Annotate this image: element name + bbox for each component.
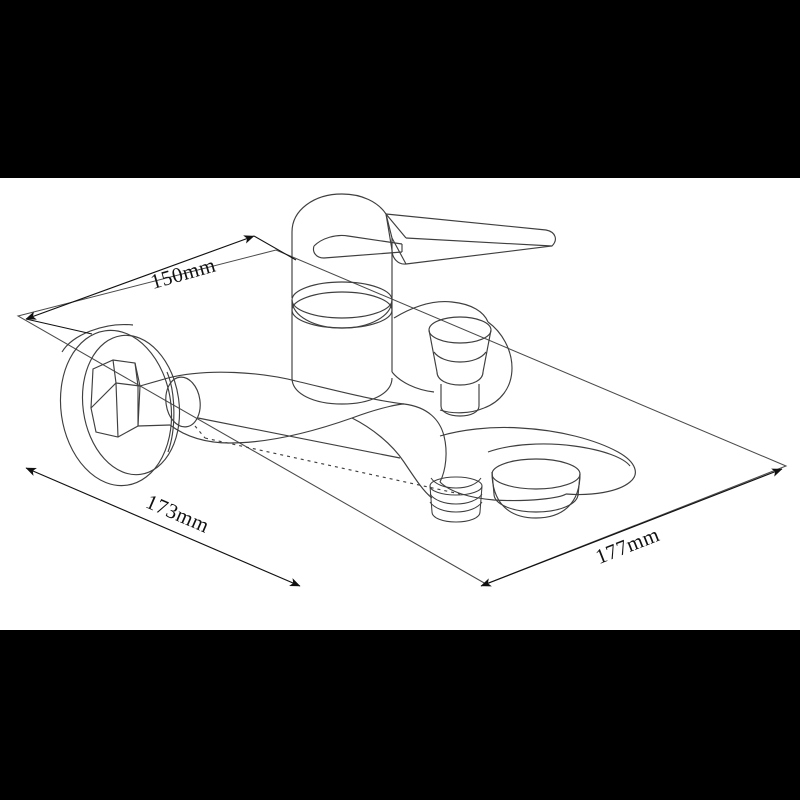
hex-nut — [90, 359, 171, 438]
spout — [165, 371, 461, 499]
dimension-line-177 — [480, 468, 783, 587]
wall-escutcheon — [59, 323, 181, 487]
faucet-line-drawing: 150mm 173mm 177mm — [16, 193, 788, 587]
mounting-post — [491, 458, 581, 519]
dimension-annotations: 150mm 173mm 177mm — [25, 235, 783, 587]
dimension-177mm: 177mm — [480, 468, 783, 587]
dimension-line-150 — [25, 235, 255, 320]
dimension-150mm: 150mm — [25, 235, 297, 335]
dimension-label-173mm: 173mm — [142, 489, 213, 537]
base-reference-plate — [16, 249, 788, 585]
extension-line-150-left — [25, 318, 93, 335]
dimension-173mm: 173mm — [25, 467, 301, 587]
shower-outlet — [429, 476, 483, 523]
letterbox-band-top — [0, 0, 800, 178]
dimension-line-173 — [25, 467, 301, 587]
outlet-housing — [439, 426, 636, 502]
dimension-label-150mm: 150mm — [148, 253, 219, 294]
diverter-knob — [391, 301, 513, 417]
letterbox-band-bottom — [0, 630, 800, 800]
technical-drawing-area: 150mm 173mm 177mm — [0, 178, 800, 630]
valve-body — [291, 281, 393, 405]
lever-handle — [291, 193, 556, 298]
extension-line-150-right — [253, 235, 297, 261]
